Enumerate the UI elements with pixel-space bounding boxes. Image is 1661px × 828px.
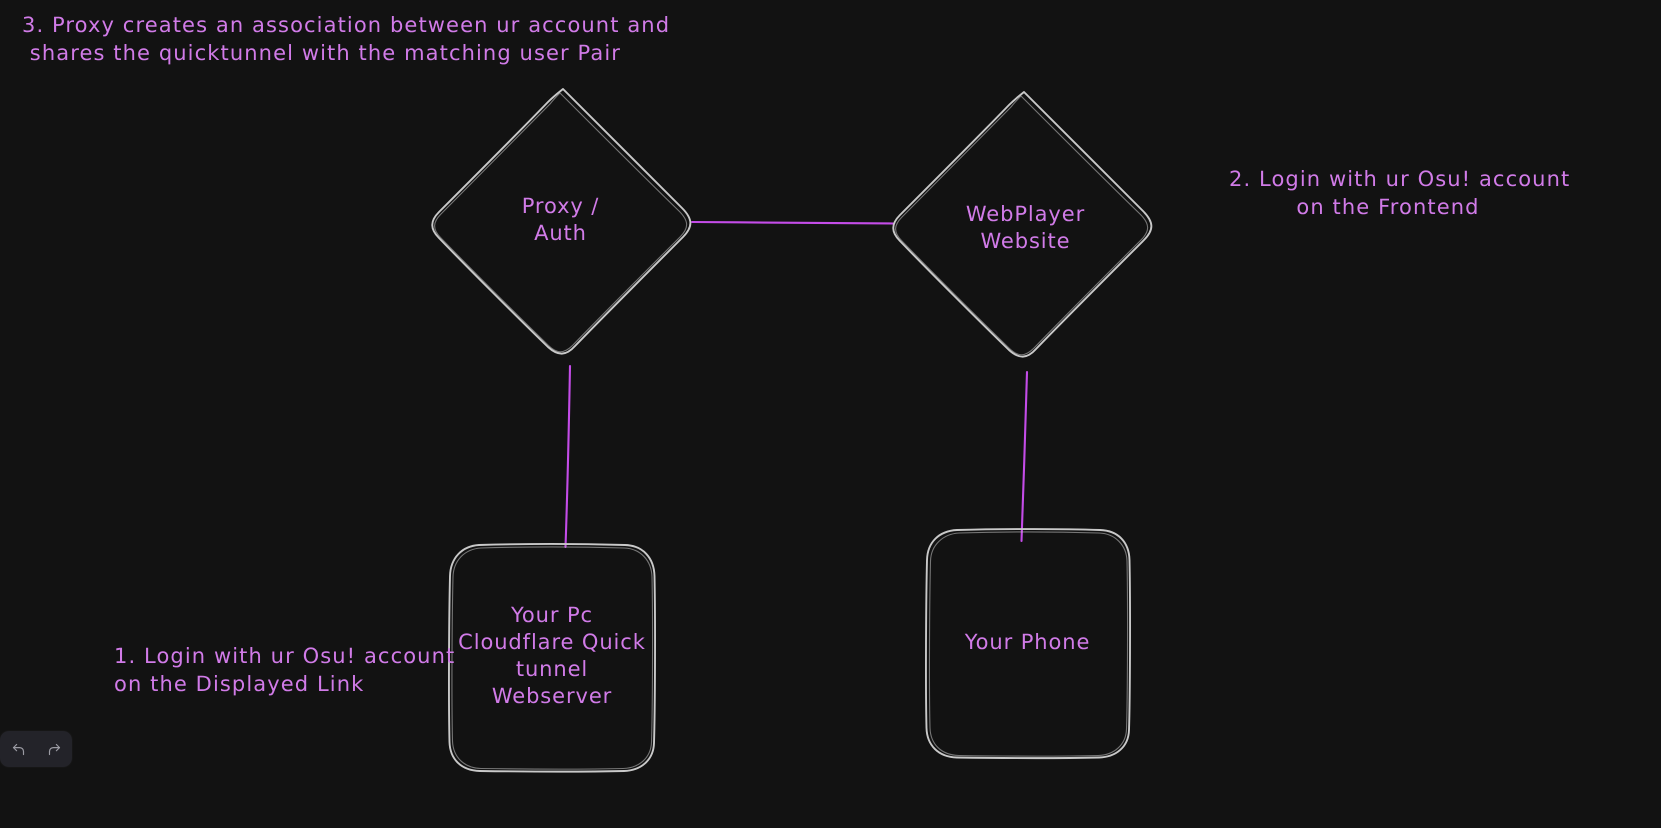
node-proxy-auth[interactable] [431, 88, 692, 355]
annotation-line: on the Frontend [1296, 194, 1480, 219]
node-label-line: Webserver [491, 683, 613, 708]
node-label-line: Your Phone [964, 630, 1091, 654]
connector-proxy-to-your-pc[interactable] [564, 364, 572, 549]
node-label-line: Proxy / [521, 194, 600, 218]
annotation-line: 1. Login with ur Osu! account [114, 644, 456, 668]
undo-button[interactable] [4, 735, 32, 763]
annotation-line: 2. Login with ur Osu! account [1229, 167, 1571, 191]
node-label-proxy-auth: Proxy /Auth [463, 193, 658, 247]
redo-arrow-icon [47, 742, 62, 757]
node-label-line: WebPlayer [965, 202, 1086, 226]
undo-arrow-icon [11, 742, 26, 757]
node-label-line: Cloudflare Quick [458, 629, 646, 654]
node-label-line: tunnel [515, 656, 589, 681]
node-label-your-phone: Your Phone [930, 629, 1125, 656]
undo-redo-toolbar [0, 731, 72, 767]
connector-webplayer-to-your-phone[interactable] [1020, 370, 1029, 543]
node-label-line: Website [980, 228, 1071, 253]
node-label-line: Auth [534, 220, 587, 245]
node-your-pc[interactable] [448, 543, 656, 773]
redo-button[interactable] [40, 735, 68, 763]
annotation-line: shares the quicktunnel with the matching… [29, 40, 621, 65]
node-label-line: Your Pc [510, 603, 593, 627]
connector-proxy-to-webplayer[interactable] [690, 220, 895, 225]
annotation-1-text: 1. Login with ur Osu! account on the Disp… [114, 643, 455, 698]
annotation-3-text: 3. Proxy creates an association between … [22, 12, 670, 67]
annotation-2-text: 2. Login with ur Osu! account on the Fron… [1229, 166, 1569, 221]
annotation-line: on the Displayed Link [114, 671, 365, 696]
node-webplayer-website[interactable] [892, 91, 1153, 358]
annotation-line: 3. Proxy creates an association between … [22, 13, 671, 37]
node-your-phone[interactable] [925, 528, 1131, 760]
